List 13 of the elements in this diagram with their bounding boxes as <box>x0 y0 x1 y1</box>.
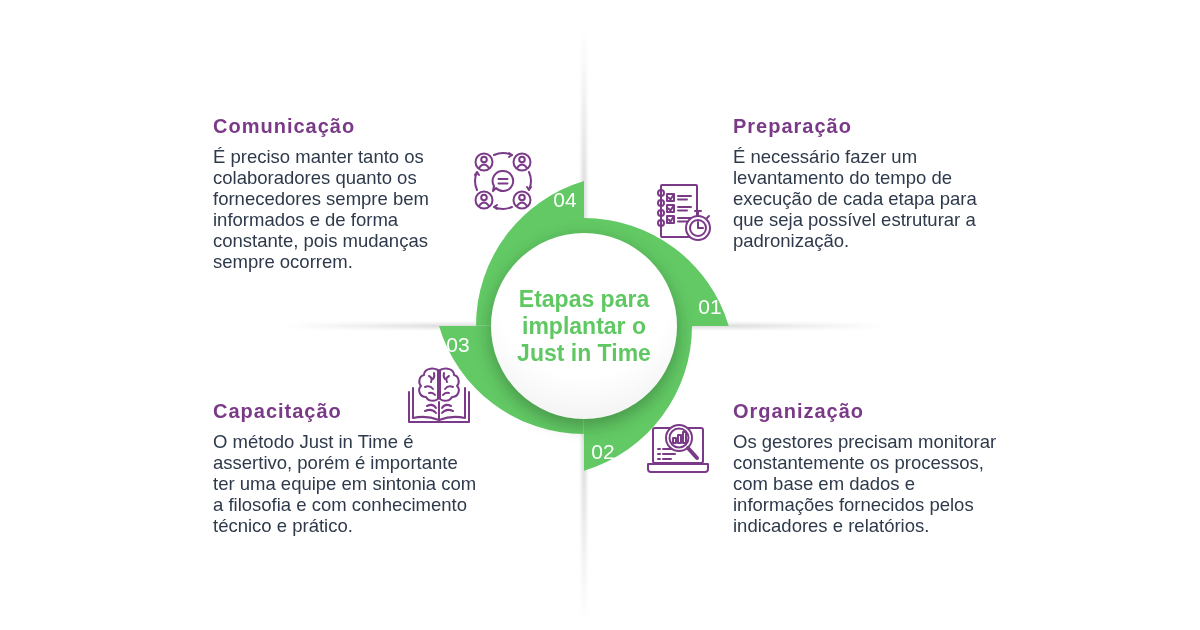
step-number: 03 <box>446 333 470 357</box>
step-number: 02 <box>591 440 615 464</box>
step-description: É necessário fazer um levantamento do tempo de execução de cada etapa para que seja possível estruturar a padronização. <box>733 146 978 251</box>
step-number: 01 <box>698 295 722 319</box>
step-heading: Comunicação <box>213 114 356 138</box>
step-description: É preciso manter tanto os colaboradores quanto os fornecedores sempre bem informados e de forma constante, pois mudanças sempre ocorrem. <box>213 146 430 272</box>
step-heading: Capacitação <box>213 399 342 423</box>
step-heading: Organização <box>733 399 865 423</box>
hub-title: Etapas para implantar o Just in Time <box>516 285 652 367</box>
step-description: O método Just in Time é assertivo, porém é importante ter uma equipe em sintonia com a filosofia e com conhecimento técnico e prático. <box>213 431 478 536</box>
step-heading: Preparação <box>733 114 852 138</box>
step-number: 04 <box>553 188 577 212</box>
step-description: Os gestores precisam monitorar constantemente os processos, com base em dados e informações fornecidos pelos indicadores e relatórios. <box>733 431 998 536</box>
